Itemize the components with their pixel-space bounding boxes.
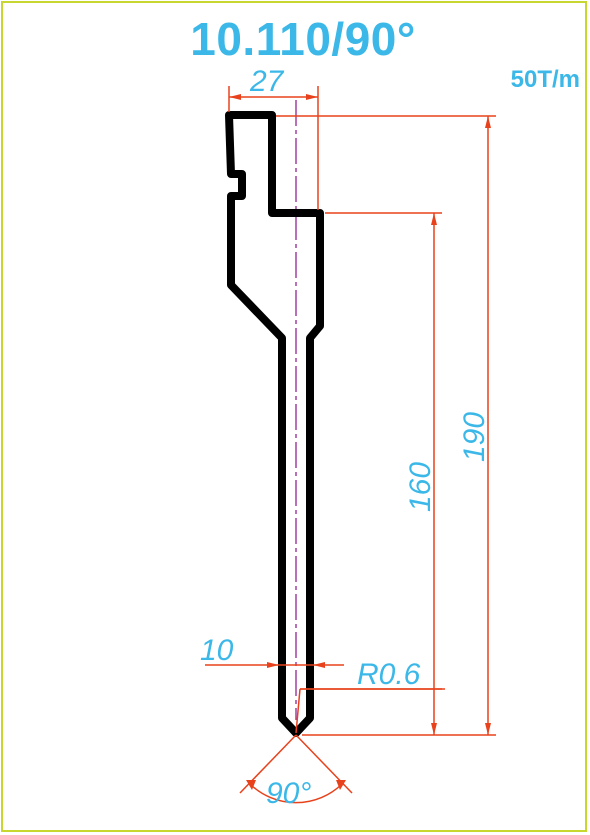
capacity-label: 50T/m	[510, 66, 580, 93]
dim-top-width-label: 27	[249, 65, 285, 98]
dim-total-height-label: 190	[458, 412, 491, 462]
dim-tip-width-label: 10	[200, 634, 234, 667]
dim-tip-radius-label: R0.6	[357, 658, 421, 691]
dim-lower-height-label: 160	[404, 462, 437, 512]
dim-total-height	[276, 115, 496, 736]
punch-profile	[225, 111, 324, 737]
dim-tip-angle-label: 90°	[266, 777, 311, 810]
dim-tip-width	[205, 662, 344, 668]
dim-tip-radius	[295, 688, 445, 734]
tool-title: 10.110/90°	[190, 13, 416, 65]
dim-tip-angle	[239, 734, 353, 804]
dim-top-width	[228, 86, 319, 210]
